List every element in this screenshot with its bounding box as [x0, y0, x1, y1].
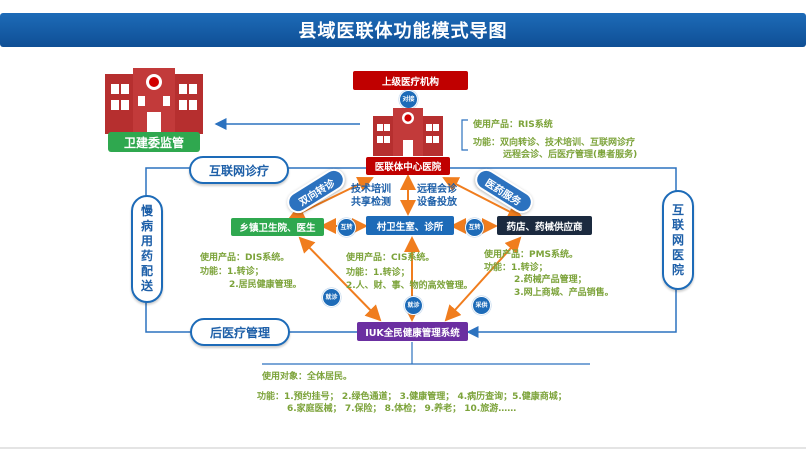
equipment-text: 设备投放: [417, 197, 457, 208]
government-building-icon: [105, 68, 203, 134]
visit-badge-left: 就诊: [322, 288, 341, 307]
center-function-line2: 远程会诊、后医疗管理(患者服务): [503, 150, 638, 160]
mutual-badge-right: 互转: [465, 218, 484, 237]
pharmacy-func3: 3.网上商城、产品销售。: [514, 288, 614, 298]
regulator-label: 卫建委监管: [108, 132, 200, 152]
visit-badge-center: 就诊: [404, 296, 423, 315]
mutual-badge-left: 互转: [337, 218, 356, 237]
center-product-text: 使用产品：RIS系统: [473, 120, 553, 130]
township-func2: 2.居民健康管理。: [229, 280, 302, 290]
top-institution-box: 上级医疗机构: [353, 71, 468, 90]
iuk-func2: 6.家庭医械； 7.保险； 8.体检； 9.养老； 10.旅游……: [287, 404, 517, 414]
chronic-drug-delivery-pill: 慢病用 药配送: [131, 195, 163, 303]
page-title: 县域医联体功能模式导图: [298, 21, 508, 42]
iuk-system-box: IUK全民健康管理系统: [357, 322, 468, 341]
iuk-target: 使用对象：全体居民。: [262, 372, 353, 382]
township-box: 乡镇卫生院、医生: [231, 218, 324, 236]
title-bar: 县域医联体功能模式导图: [0, 13, 806, 47]
link-badge: 对接: [399, 90, 418, 109]
village-func1: 功能：1.转诊；: [346, 268, 410, 278]
pharmacy-product: 使用产品：PMS系统。: [484, 250, 579, 260]
hospital-building-icon: [373, 108, 443, 156]
after-care-pill: 后医疗管理: [190, 318, 290, 346]
pharmacy-box: 药店、药械供应商: [497, 216, 592, 235]
center-function-line1: 功能：双向转诊、技术培训、互联网诊疗: [473, 138, 636, 148]
village-product: 使用产品：CIS系统。: [346, 253, 435, 263]
pharmacy-func1: 功能：1.转诊；: [484, 263, 548, 273]
pharmacy-func2: 2.药械产品管理；: [514, 275, 587, 285]
iuk-func1: 功能：1.预约挂号； 2.绿色通道； 3.健康管理； 4.病历查询；5.健康商城…: [257, 392, 567, 402]
village-box: 村卫生室、诊所: [366, 216, 454, 235]
township-func1: 功能：1.转诊；: [200, 267, 264, 277]
supply-badge: 采供: [472, 296, 491, 315]
center-hospital-box: 医联体中心医院: [366, 157, 450, 175]
remote-consult-text: 远程会诊: [417, 184, 457, 195]
internet-hospital-pill: 互联网 医院: [662, 190, 694, 290]
village-func2: 2.人、财、事、物的高效管理。: [346, 281, 473, 291]
internet-clinic-pill: 互联网诊疗: [189, 156, 289, 184]
shared-test-text: 共享检测: [351, 197, 391, 208]
township-product: 使用产品：DIS系统。: [200, 253, 290, 263]
training-text: 技术培训: [351, 184, 391, 195]
